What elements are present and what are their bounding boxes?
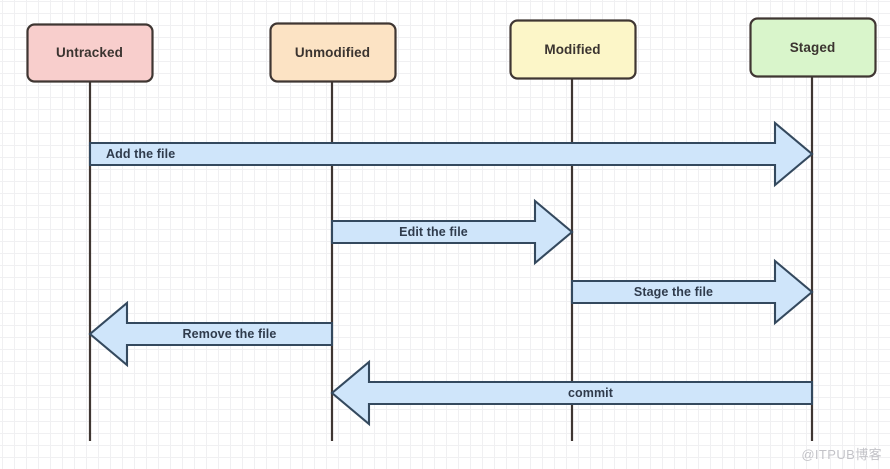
arrow-add-the-file[interactable] (88, 120, 814, 188)
node-box-unmodified[interactable] (269, 22, 397, 83)
node-box-untracked[interactable] (26, 23, 154, 83)
arrow-remove-the-file[interactable] (88, 300, 334, 368)
node-box-modified[interactable] (509, 19, 637, 80)
arrow-commit[interactable] (330, 359, 814, 427)
arrow-stage-the-file[interactable] (570, 258, 814, 326)
arrow-edit-the-file[interactable] (330, 198, 574, 266)
node-box-staged[interactable] (749, 17, 877, 78)
watermark: @ITPUB博客 (801, 447, 882, 462)
